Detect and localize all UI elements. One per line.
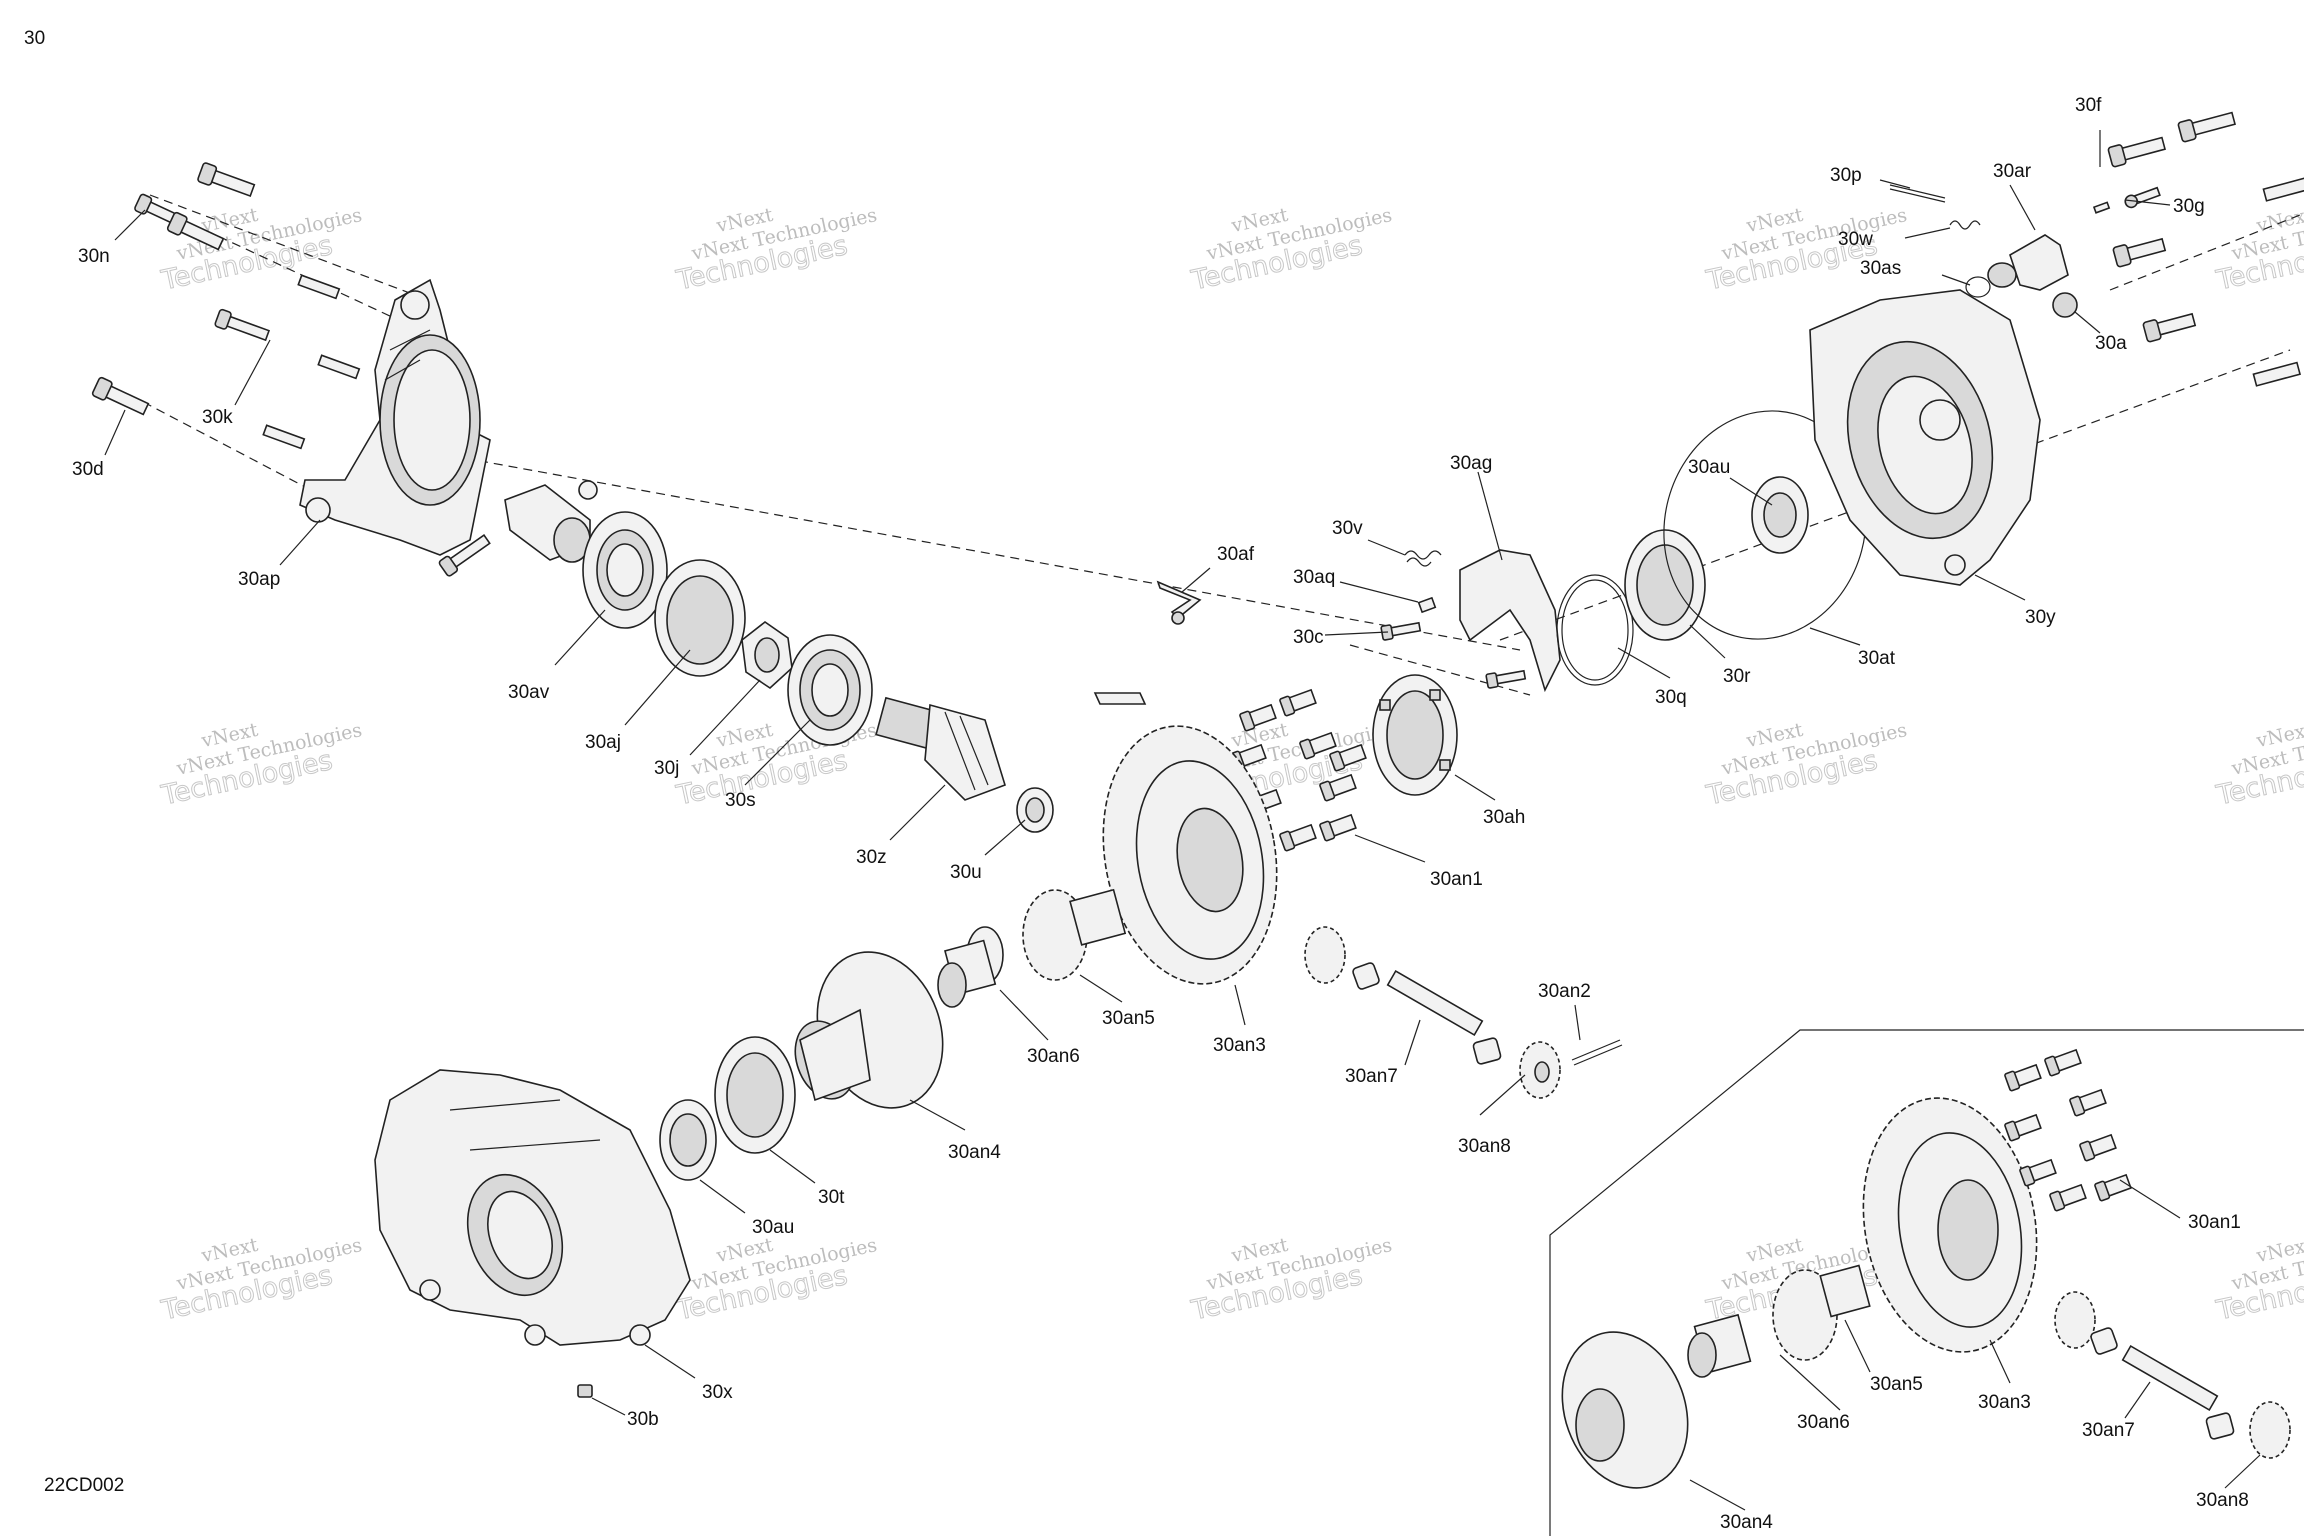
bolts-left (91, 162, 491, 577)
label-30c: 30c (1293, 627, 1324, 648)
part-30an7-pin (1386, 969, 1502, 1065)
small-plate (1093, 692, 1147, 705)
label-30an5: 30an5 (1102, 1008, 1155, 1029)
part-30z-pinion (875, 696, 1006, 801)
part-30au-top-bearing (1751, 476, 1809, 554)
part-30au-bottom-bearing (659, 1099, 717, 1181)
part-30an3-ring-gear (1102, 725, 1278, 985)
part-30t-seal (714, 1036, 796, 1154)
part-30j-nut (741, 621, 793, 690)
label-30t: 30t (818, 1187, 845, 1208)
label-30aj: 30aj (585, 732, 621, 753)
part-labels: 30n 30k 30d 30ap 30av 30aj 30j 30s 30z 3… (72, 95, 2205, 1430)
label-30av: 30av (508, 682, 550, 703)
figure-number: 30 (24, 28, 45, 49)
label-30s: 30s (725, 790, 756, 811)
label-30as: 30as (1860, 258, 1901, 279)
label-30an4: 30an4 (948, 1142, 1001, 1163)
label-30v: 30v (1332, 518, 1363, 539)
part-30y-right-housing (1809, 289, 2041, 586)
label-30d: 30d (72, 459, 104, 480)
part-30ag-bracket (1459, 549, 1561, 693)
leader-lines (104, 130, 2261, 1511)
inset-label-30an5: 30an5 (1870, 1374, 1923, 1395)
label-30au-top: 30au (1688, 457, 1730, 478)
inset-bolts (2004, 1048, 2132, 1212)
part-30an6-shaft (937, 926, 1004, 1008)
part-30u-bushing (1016, 787, 1054, 833)
inset-label-30an1: 30an1 (2188, 1212, 2241, 1233)
label-30u: 30u (950, 862, 982, 883)
inset-label-30an7: 30an7 (2082, 1420, 2135, 1441)
label-30ar: 30ar (1993, 161, 2032, 182)
label-30an2: 30an2 (1538, 981, 1591, 1002)
label-30z: 30z (856, 847, 887, 868)
part-30af-pin (1156, 580, 1202, 625)
part-30aq-washer (1417, 596, 1437, 614)
label-30n: 30n (78, 246, 110, 267)
inset-carrier (1561, 1331, 1689, 1489)
part-30an4-carrier (794, 951, 944, 1109)
inset-end-gear (2249, 1401, 2291, 1459)
label-30af: 30af (1217, 544, 1255, 565)
label-30an6: 30an6 (1027, 1046, 1080, 1067)
label-30ap: 30ap (238, 569, 280, 590)
part-30q-oring (1556, 574, 1634, 686)
label-30ah: 30ah (1483, 807, 1525, 828)
part-30ah-ring (1372, 674, 1458, 796)
label-30x: 30x (702, 1382, 733, 1403)
inset-labels: 30an1 30an5 30an3 30an6 30an7 30an4 30an… (1720, 1212, 2249, 1533)
inset-small-gear (2054, 1291, 2118, 1355)
inset-shaft (1687, 1313, 1752, 1378)
inset-detail-panel (1549, 1029, 2304, 1536)
label-30a: 30a (2095, 333, 2127, 354)
label-30au-bottom: 30au (752, 1217, 794, 1238)
label-30k: 30k (202, 407, 233, 428)
label-30q: 30q (1655, 687, 1687, 708)
drawing-code: 22CD002 (44, 1475, 124, 1496)
label-30at: 30at (1858, 648, 1896, 669)
part-30v-spring (1404, 550, 1442, 567)
inset-label-30an8: 30an8 (2196, 1490, 2249, 1511)
part-30at-gasket (1663, 410, 1867, 640)
inset-label-30an6: 30an6 (1797, 1412, 1850, 1433)
label-30g: 30g (2173, 196, 2205, 217)
part-30s-bearing (787, 634, 873, 746)
inset-ring-gear (1862, 1097, 2038, 1353)
part-30aj-sleeve (654, 559, 746, 677)
label-30y: 30y (2025, 607, 2056, 628)
label-30ag: 30ag (1450, 453, 1492, 474)
label-30b: 30b (627, 1409, 659, 1430)
inset-side-gear (1772, 1264, 1871, 1361)
label-30an1: 30an1 (1430, 869, 1483, 890)
label-30w: 30w (1838, 229, 1873, 250)
part-30an2-pin (1571, 1039, 1623, 1066)
label-30an3: 30an3 (1213, 1035, 1266, 1056)
inset-label-30an3: 30an3 (1978, 1392, 2031, 1413)
label-30f: 30f (2075, 95, 2102, 116)
parts-top-right (1889, 111, 2304, 387)
part-30av-seal (582, 511, 668, 629)
label-30j: 30j (654, 758, 679, 779)
coupler (504, 480, 598, 563)
part-30c-screw (1380, 621, 1527, 689)
part-30r-seal (1624, 529, 1706, 641)
inset-pin (2121, 1344, 2235, 1440)
label-30an7: 30an7 (1345, 1066, 1398, 1087)
inset-label-30an4: 30an4 (1720, 1512, 1773, 1533)
label-30an8: 30an8 (1458, 1136, 1511, 1157)
part-30x-main-housing (374, 1069, 691, 1346)
part-30an8-gear (1519, 1041, 1561, 1099)
label-30aq: 30aq (1293, 567, 1335, 588)
part-30an5-gear (1022, 888, 1127, 981)
label-30r: 30r (1723, 666, 1751, 687)
part-30b-plug (577, 1384, 593, 1398)
left-housing-cover (299, 278, 491, 556)
part-small-bevel-gear (1304, 926, 1380, 990)
label-30p: 30p (1830, 165, 1862, 186)
